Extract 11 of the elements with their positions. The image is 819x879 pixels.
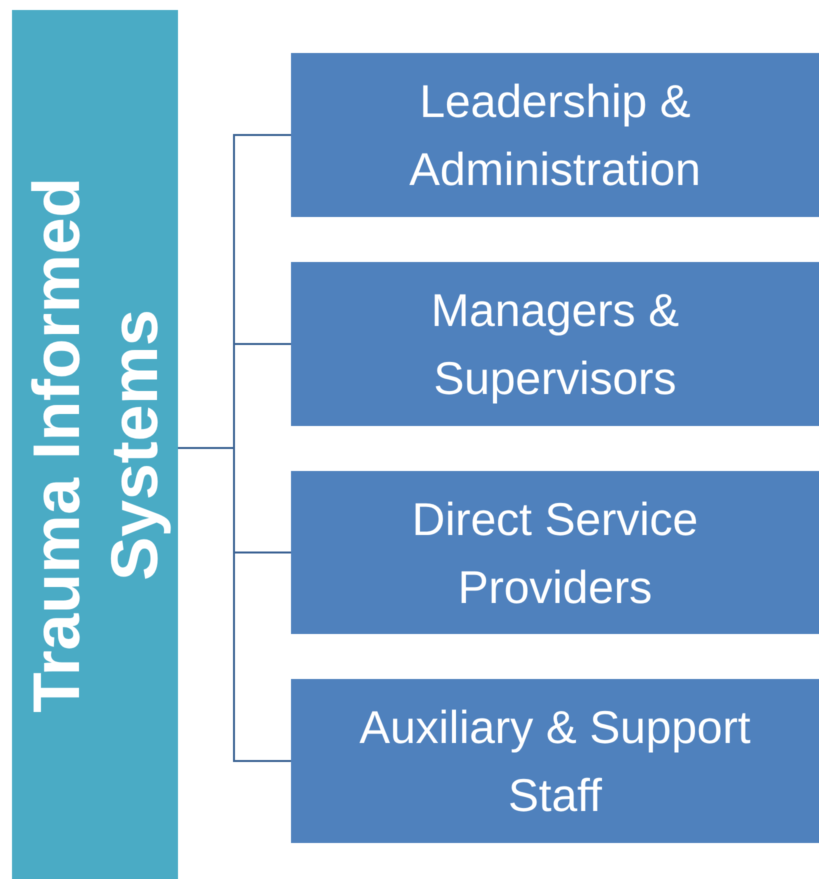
role-box xyxy=(291,679,819,843)
role-box xyxy=(291,471,819,634)
box-label: Auxiliary & Support Staff xyxy=(358,700,752,823)
vertical-title: Trauma Informed Systems xyxy=(18,176,172,714)
connector-line xyxy=(178,447,291,762)
role-box xyxy=(291,53,819,217)
title-bar xyxy=(12,10,178,879)
box-label: Leadership & Administration xyxy=(408,74,702,197)
box-label: Direct Service Providers xyxy=(410,492,700,614)
box-label: Managers & Supervisors xyxy=(430,283,680,406)
role-box xyxy=(291,262,819,426)
